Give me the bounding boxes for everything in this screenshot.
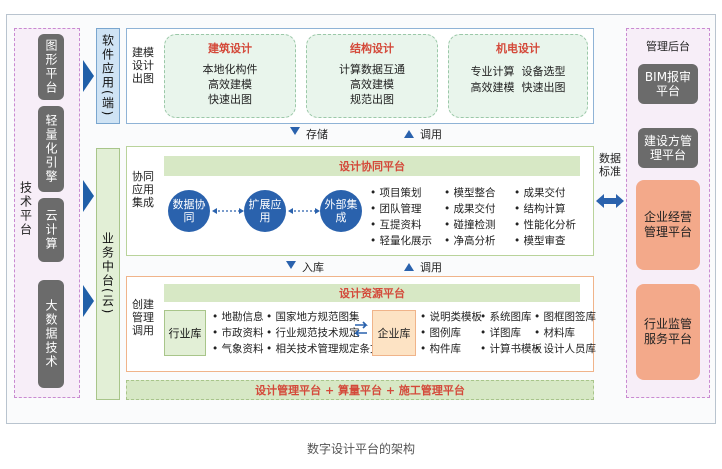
- chevron-right-icon: [83, 285, 94, 317]
- create-manage-call-label: 创建管理调用: [132, 298, 154, 337]
- exchange-arrows-icon: [354, 321, 368, 337]
- collab-bullet-item: • 成果交付: [444, 203, 496, 215]
- arrow-left-icon: [354, 329, 367, 337]
- external-integration-circle: 外部集成: [320, 190, 362, 232]
- cloud-computing-block: 云计算: [38, 198, 64, 262]
- business-middle-platform-label: 业务中台(云): [96, 148, 120, 400]
- structural-line: 计算数据互通: [339, 63, 405, 76]
- design-management-bottom-bar: 设计管理平台 + 算量平台 + 施工管理平台: [126, 380, 594, 400]
- structural-design-box: [306, 34, 438, 118]
- arrow-left-icon: [212, 208, 217, 214]
- enterprise-item: • 图例库: [420, 327, 462, 339]
- modeling-design-drawing-label: 建模设计出图: [132, 46, 154, 85]
- arrow-left-icon: [288, 208, 293, 214]
- collab-bullet-item: • 互提资料: [370, 219, 422, 231]
- chevron-right-icon: [83, 180, 94, 212]
- arrow-right-icon: [315, 208, 320, 214]
- mep-design-title: 机电设计: [496, 42, 540, 55]
- arrow-up-icon: [404, 263, 414, 271]
- structural-line: 规范出图: [350, 93, 394, 106]
- arrow-up-icon: [404, 130, 414, 138]
- structural-line: 高效建模: [350, 78, 394, 91]
- enterprise-item: • 构件库: [420, 343, 462, 355]
- collab-bullet-item: • 项目策划: [370, 187, 422, 199]
- collab-bullet-item: • 性能化分析: [514, 219, 577, 231]
- arrow-down-icon: [290, 127, 300, 135]
- architecture-design-title: 建筑设计: [208, 42, 252, 55]
- industry-item: • 行业规范技术规定: [266, 327, 360, 339]
- owner-management-platform-block: 建设方管理平台: [638, 128, 698, 168]
- enterprise-item: • 详图库: [480, 327, 522, 339]
- collab-bullet-item: • 结构计算: [514, 203, 566, 215]
- in-storage-label: 入库: [302, 261, 324, 274]
- extension-application-circle: 扩展应用: [244, 190, 286, 232]
- double-arrow-shape: [596, 194, 624, 208]
- structural-design-title: 结构设计: [350, 42, 394, 55]
- management-backend-title: 管理后台: [646, 40, 690, 53]
- collab-bullet-item: • 碰撞检测: [444, 219, 496, 231]
- design-resource-platform-bar: 设计资源平台: [164, 284, 580, 302]
- chevron-right-icon: [83, 60, 94, 92]
- bim-review-platform-block: BIM报审平台: [638, 64, 698, 104]
- store-label: 存储: [306, 128, 328, 141]
- enterprise-item: • 图框图签库: [534, 311, 597, 323]
- mep-line: 专业计算 设备选型: [470, 65, 566, 78]
- collab-bullet-item: • 成果交付: [514, 187, 566, 199]
- arrow-right-icon: [355, 321, 368, 329]
- call-label: 调用: [420, 128, 442, 141]
- industry-supervision-platform-block: 行业监管服务平台: [636, 284, 700, 380]
- industry-item: • 国家地方规范图集: [266, 311, 360, 323]
- industry-library-box: 行业库: [164, 310, 206, 356]
- graphics-platform-block: 图形平台: [38, 34, 64, 100]
- industry-item: • 地勘信息: [212, 311, 264, 323]
- architecture-line: 高效建模: [208, 78, 252, 91]
- call-label: 调用: [420, 261, 442, 274]
- collab-application-integration-label: 协同应用集成: [132, 170, 154, 209]
- collab-bullet-item: • 团队管理: [370, 203, 422, 215]
- mep-design-box: [448, 34, 588, 118]
- software-application-label: 软件应用(端): [96, 28, 120, 124]
- architecture-line: 本地化构件: [202, 63, 258, 76]
- lightweight-engine-block: 轻量化引擎: [38, 106, 64, 192]
- enterprise-item: • 设计人员库: [534, 343, 597, 355]
- arrow-right-icon: [239, 208, 244, 214]
- collab-bullet-item: • 轻量化展示: [370, 235, 433, 247]
- enterprise-item: • 系统图库: [480, 311, 532, 323]
- enterprise-operation-platform-block: 企业经营管理平台: [636, 180, 700, 270]
- mep-line: 高效建模 快速出图: [470, 81, 566, 94]
- diagram-caption: 数字设计平台的架构: [306, 442, 415, 456]
- data-collaboration-circle: 数据协同: [168, 190, 210, 232]
- industry-item: • 相关技术管理规定条文: [266, 343, 381, 355]
- industry-item: • 气象资料: [212, 343, 264, 355]
- enterprise-library-box: 企业库: [372, 310, 416, 356]
- double-arrow-icon: [596, 194, 624, 208]
- architecture-line: 快速出图: [208, 93, 252, 106]
- collab-bullet-item: • 模型审查: [514, 235, 566, 247]
- collab-bullet-item: • 净高分析: [444, 235, 496, 247]
- data-standard-label: 数据标准: [599, 152, 621, 178]
- big-data-block: 大数据技术: [38, 280, 64, 388]
- enterprise-item: • 说明类模板: [420, 311, 483, 323]
- enterprise-item: • 材料库: [534, 327, 576, 339]
- tech-platform-label: 技术平台: [18, 181, 33, 237]
- enterprise-item: • 计算书模板: [480, 343, 543, 355]
- design-collaboration-platform-bar: 设计协同平台: [164, 156, 580, 176]
- collab-bullet-item: • 模型整合: [444, 187, 496, 199]
- circle-connectors: [212, 208, 320, 214]
- architecture-design-box: [164, 34, 296, 118]
- industry-item: • 市政资料: [212, 327, 264, 339]
- arrow-down-icon: [286, 261, 296, 269]
